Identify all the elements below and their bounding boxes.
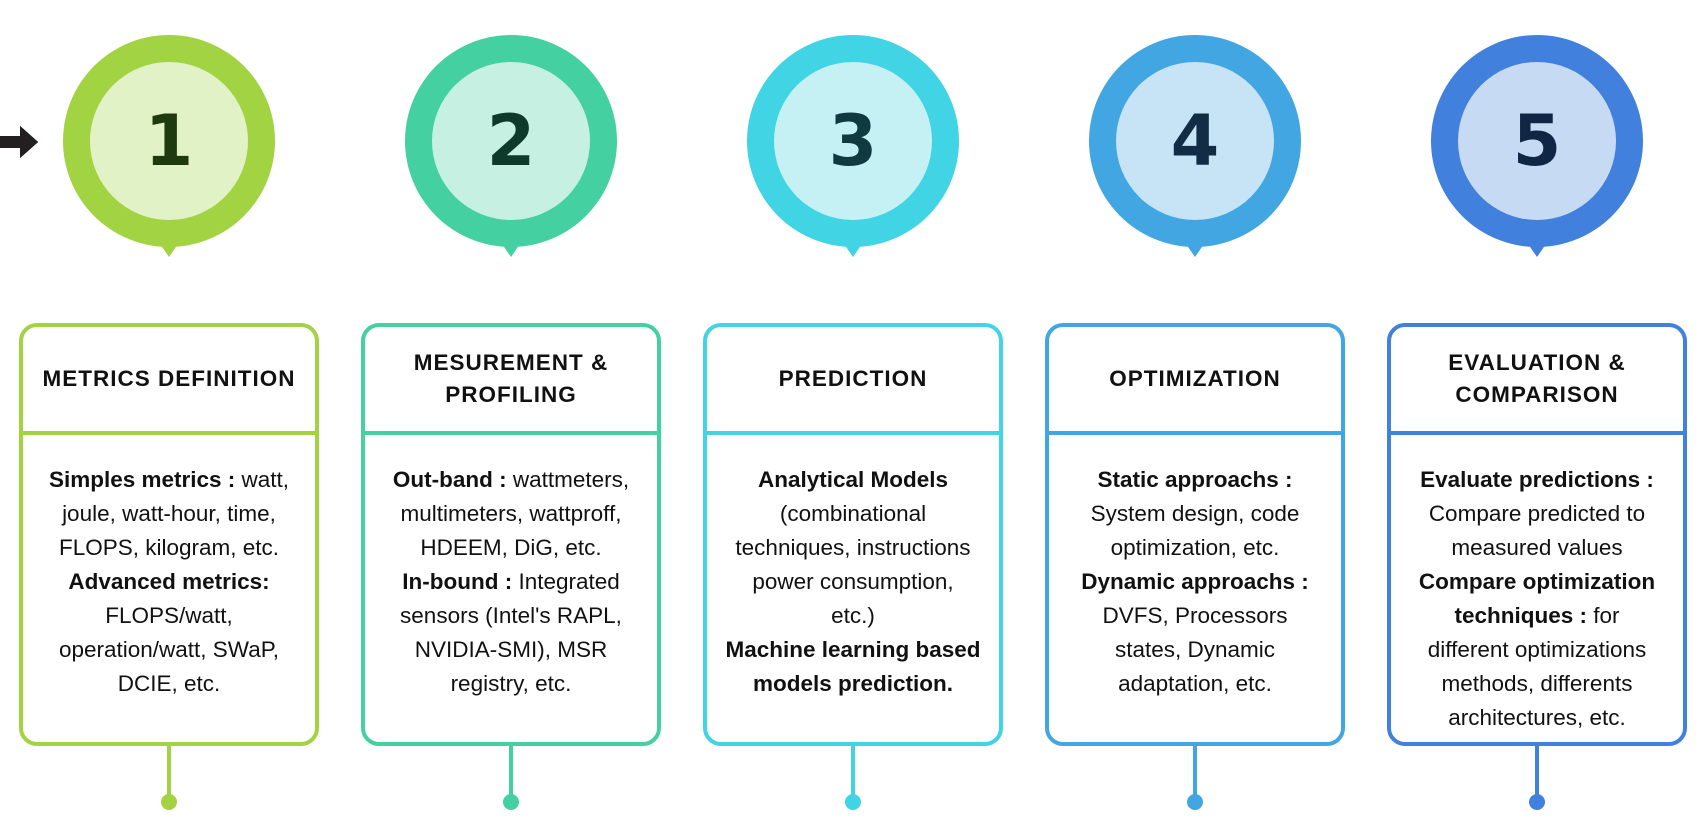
map-pin-icon xyxy=(63,35,275,257)
description-line: Dynamic approachs : xyxy=(1081,569,1309,594)
step-3-title: PREDICTION xyxy=(707,327,999,435)
description-line: (combinational xyxy=(779,501,927,526)
description-line: DCIE, etc. xyxy=(117,671,221,696)
step-5-number: 5 xyxy=(1512,100,1562,182)
step-1-title: METRICS DEFINITION xyxy=(23,327,315,435)
description-line: Analytical Models xyxy=(757,467,949,492)
step-1-description: Simples metrics : watt, joule, watt-hour… xyxy=(23,435,315,701)
description-line: methods, differents xyxy=(1441,671,1633,696)
description-line: FLOPS, kilogram, etc. xyxy=(58,535,280,560)
step-5-connector xyxy=(1535,746,1539,798)
step-4-connector xyxy=(1193,746,1197,798)
step-1-card: METRICS DEFINITION Simples metrics : wat… xyxy=(19,323,319,746)
step-2-number: 2 xyxy=(486,100,536,182)
description-line: different optimizations xyxy=(1427,637,1647,662)
description-line: operation/watt, SWaP, xyxy=(58,637,280,662)
description-line: Advanced metrics: xyxy=(68,569,270,594)
step-3: 3 PREDICTION Analytical Models (combinat… xyxy=(703,0,1003,830)
description-line: registry, etc. xyxy=(450,671,572,696)
step-5-pin: 5 xyxy=(1421,25,1653,283)
step-4: 4 OPTIMIZATION Static approachs : System… xyxy=(1045,0,1345,830)
description-line: optimization, etc. xyxy=(1110,535,1280,560)
step-1-pin: 1 xyxy=(53,25,285,283)
step-2-dot xyxy=(503,794,519,810)
description-line: states, Dynamic xyxy=(1114,637,1276,662)
description-line: NVIDIA-SMI), MSR xyxy=(414,637,608,662)
step-3-connector xyxy=(851,746,855,798)
step-3-card: PREDICTION Analytical Models (combinatio… xyxy=(703,323,1003,746)
map-pin-icon xyxy=(1431,35,1643,257)
step-4-pin: 4 xyxy=(1079,25,1311,283)
step-3-description: Analytical Models (combinational techniq… xyxy=(707,435,999,701)
description-line: Out-band : wattmeters, xyxy=(392,467,630,492)
step-5-dot xyxy=(1529,794,1545,810)
map-pin-icon xyxy=(405,35,617,257)
description-line: adaptation, etc. xyxy=(1118,671,1272,696)
description-line: models prediction. xyxy=(752,671,954,696)
step-3-pin: 3 xyxy=(737,25,969,283)
step-3-number: 3 xyxy=(828,100,878,182)
description-line: Compare predicted to xyxy=(1428,501,1646,526)
step-2-description: Out-band : wattmeters, multimeters, watt… xyxy=(365,435,657,701)
step-5-title: EVALUATION & COMPARISON xyxy=(1391,327,1683,435)
description-line: Static approachs : xyxy=(1097,467,1293,492)
description-line: In-bound : Integrated xyxy=(402,569,620,594)
step-2: 2 MESUREMENT & PROFILING Out-band : watt… xyxy=(361,0,661,830)
description-line: System design, code xyxy=(1090,501,1300,526)
step-4-description: Static approachs : System design, code o… xyxy=(1049,435,1341,701)
step-1-dot xyxy=(161,794,177,810)
step-2-card: MESUREMENT & PROFILING Out-band : wattme… xyxy=(361,323,661,746)
step-5-card: EVALUATION & COMPARISON Evaluate predict… xyxy=(1387,323,1687,746)
step-3-dot xyxy=(845,794,861,810)
description-line: Compare optimization xyxy=(1418,569,1656,594)
description-line: architectures, etc. xyxy=(1448,705,1626,730)
description-line: techniques : for xyxy=(1454,603,1620,628)
description-line: Machine learning based xyxy=(725,637,981,662)
step-5-description: Evaluate predictions : Compare predicted… xyxy=(1391,435,1683,735)
description-line: HDEEM, DiG, etc. xyxy=(420,535,602,560)
step-2-pin: 2 xyxy=(395,25,627,283)
description-line: etc.) xyxy=(831,603,875,628)
arrow-right-icon xyxy=(0,126,38,158)
step-1-number: 1 xyxy=(144,100,194,182)
step-1-connector xyxy=(167,746,171,798)
description-line: Simples metrics : watt, xyxy=(48,467,290,492)
description-line: measured values xyxy=(1451,535,1623,560)
description-line: power consumption, xyxy=(752,569,954,594)
description-line: multimeters, wattproff, xyxy=(400,501,622,526)
step-4-card: OPTIMIZATION Static approachs : System d… xyxy=(1045,323,1345,746)
description-line: techniques, instructions xyxy=(735,535,971,560)
description-line: Evaluate predictions : xyxy=(1420,467,1654,492)
step-2-connector xyxy=(509,746,513,798)
step-4-number: 4 xyxy=(1170,100,1220,182)
step-4-title: OPTIMIZATION xyxy=(1049,327,1341,435)
description-line: FLOPS/watt, xyxy=(105,603,233,628)
map-pin-icon xyxy=(1089,35,1301,257)
description-line: sensors (Intel's RAPL, xyxy=(400,603,622,628)
description-line: DVFS, Processors xyxy=(1102,603,1288,628)
step-1: 1 METRICS DEFINITION Simples metrics : w… xyxy=(19,0,319,830)
map-pin-icon xyxy=(747,35,959,257)
step-5: 5 EVALUATION & COMPARISON Evaluate predi… xyxy=(1387,0,1687,830)
step-2-title: MESUREMENT & PROFILING xyxy=(365,327,657,435)
step-4-dot xyxy=(1187,794,1203,810)
description-line: joule, watt-hour, time, xyxy=(62,501,276,526)
